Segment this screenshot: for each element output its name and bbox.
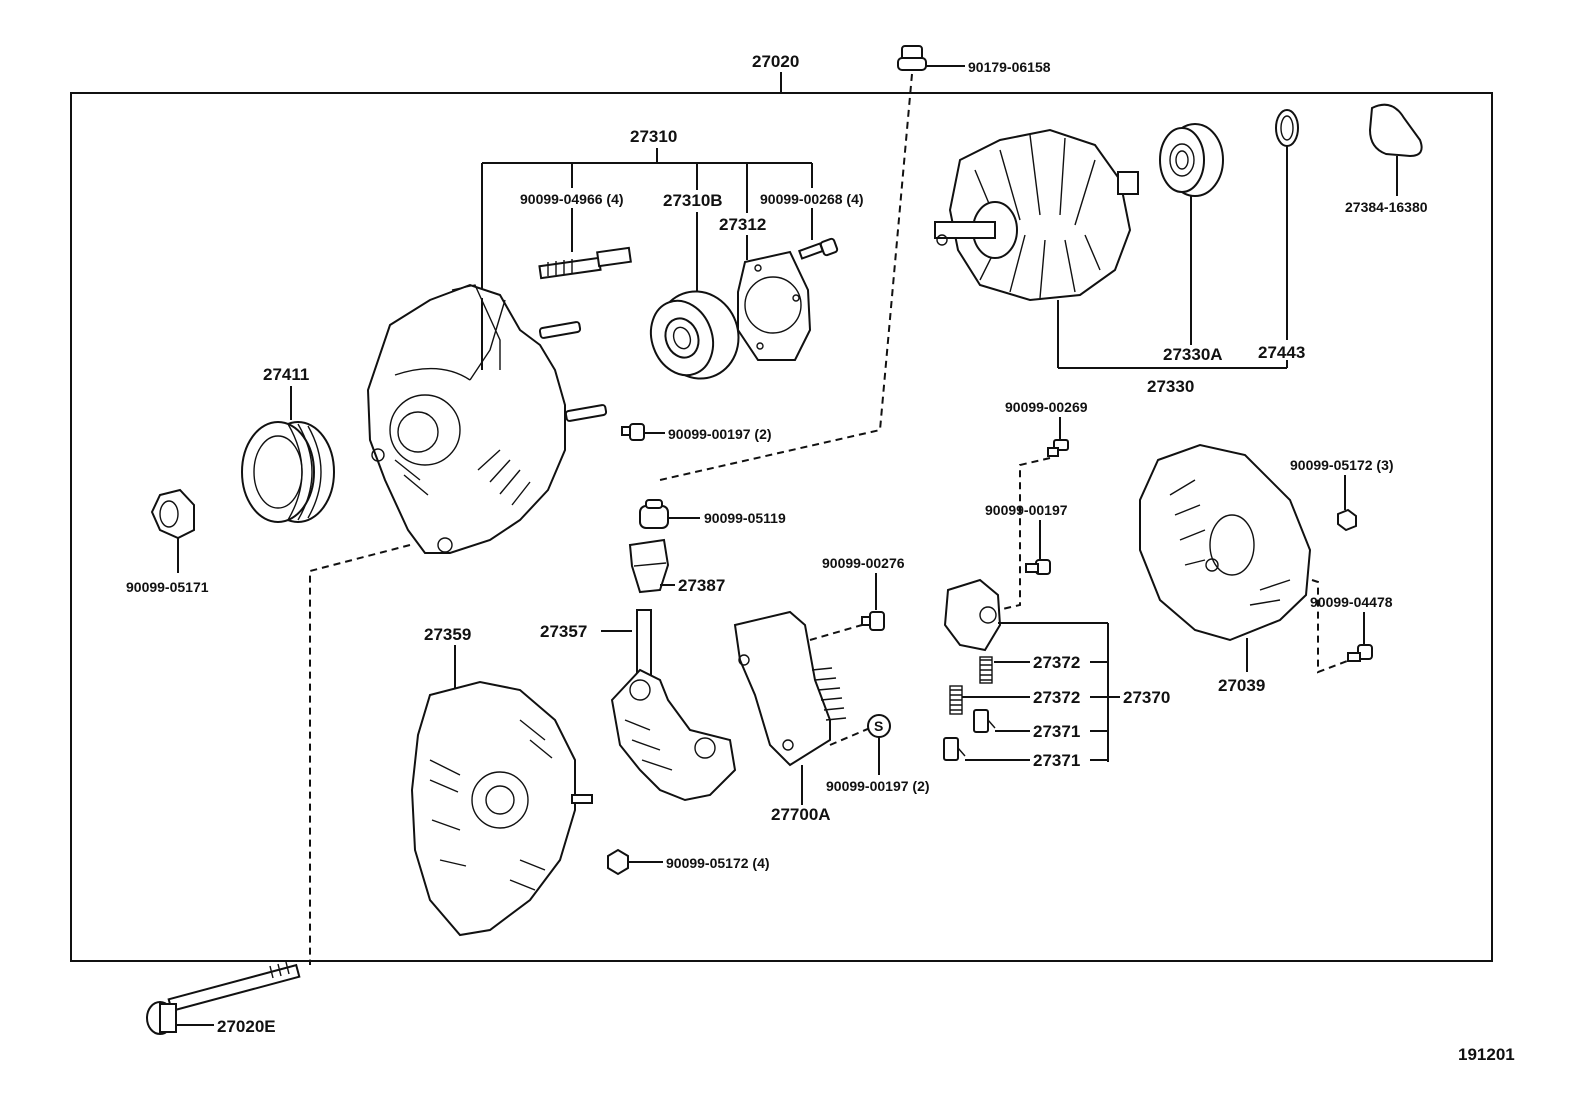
diagram-id: 191201 <box>1458 1045 1515 1064</box>
rotor-icon <box>934 128 1139 302</box>
label-spring-1: 27372 <box>1033 653 1080 672</box>
label-screw-retainer: 90099-00268 (4) <box>760 191 864 207</box>
ring-icon <box>1275 109 1299 147</box>
screw-holder-icon <box>1025 559 1051 575</box>
label-retainer: 27312 <box>719 215 766 234</box>
screw-holder-top-icon <box>1047 439 1069 457</box>
nut-terminal-icon <box>639 499 669 529</box>
label-terminal-insulator: 27387 <box>678 576 725 595</box>
screw-regulator-icon <box>861 611 885 631</box>
spring-2-icon <box>949 685 963 715</box>
terminal-insulator-icon <box>628 538 670 594</box>
label-screw-s: 90099-00197 (2) <box>826 778 930 794</box>
label-screw-regulator: 90099-00276 <box>822 555 905 571</box>
label-rectifier-end-frame: 27359 <box>424 625 471 644</box>
label-ring: 27443 <box>1258 343 1305 362</box>
label-stud: 90099-04966 (4) <box>520 191 624 207</box>
label-screw-holder: 90099-00197 <box>985 502 1068 518</box>
screw-retainer-icon <box>798 237 839 260</box>
label-screw-frame: 90099-00197 (2) <box>668 426 772 442</box>
label-marker-s: S <box>874 718 883 734</box>
insulator-icon <box>1368 103 1423 158</box>
regulator-icon <box>733 610 847 767</box>
label-rotor: 27330 <box>1147 377 1194 396</box>
label-pulley: 27411 <box>263 365 309 384</box>
label-screw-holder-top: 90099-00269 <box>1005 399 1088 415</box>
label-nut-top: 90179-06158 <box>968 59 1051 75</box>
stud-icon <box>538 246 632 280</box>
nut-top-icon <box>897 45 927 71</box>
rectifier-end-frame-icon <box>410 680 593 937</box>
retainer-plate-icon <box>737 250 812 361</box>
through-bolt-icon <box>146 961 301 1035</box>
rear-cover-icon <box>1139 443 1312 642</box>
label-through-bolt: 27020E <box>217 1017 276 1036</box>
label-nut-terminal: 90099-05119 <box>704 510 786 526</box>
label-screw-cover: 90099-04478 <box>1310 594 1393 610</box>
spring-1-icon <box>979 656 993 684</box>
label-insulator: 27384-16380 <box>1345 199 1428 215</box>
label-rectifier-bolt: 27357 <box>540 622 587 641</box>
rectifier-icon <box>610 609 737 802</box>
screw-cover-icon <box>1347 644 1373 662</box>
label-nut-cover: 90099-05172 (3) <box>1290 457 1394 473</box>
nut-pulley-icon <box>150 488 195 540</box>
bearing-front-icon <box>649 290 740 380</box>
screw-frame-icon <box>621 423 645 441</box>
label-frame-drive: 27310 <box>630 127 677 146</box>
label-brush-1: 27371 <box>1033 722 1080 741</box>
label-spring-2: 27372 <box>1033 688 1080 707</box>
label-nut-pulley: 90099-05171 <box>126 579 209 595</box>
bearing-rear-icon <box>1159 123 1224 197</box>
label-bearing-front: 27310B <box>663 191 723 210</box>
label-rear-cover: 27039 <box>1218 676 1265 695</box>
brush-2-icon <box>943 737 966 761</box>
nut-cover-icon <box>1337 508 1357 532</box>
label-brush-holder-assy: 27370 <box>1123 688 1170 707</box>
brush-holder-icon <box>943 578 1002 652</box>
drive-end-frame-icon <box>366 283 608 554</box>
label-regulator: 27700A <box>771 805 831 824</box>
brush-1-icon <box>973 709 996 733</box>
label-bearing-rear: 27330A <box>1163 345 1223 364</box>
label-nut-end-frame: 90099-05172 (4) <box>666 855 770 871</box>
label-assembly: 27020 <box>752 52 799 71</box>
label-brush-2: 27371 <box>1033 751 1080 770</box>
nut-end-frame-icon <box>607 848 629 876</box>
pulley-icon <box>241 421 335 523</box>
